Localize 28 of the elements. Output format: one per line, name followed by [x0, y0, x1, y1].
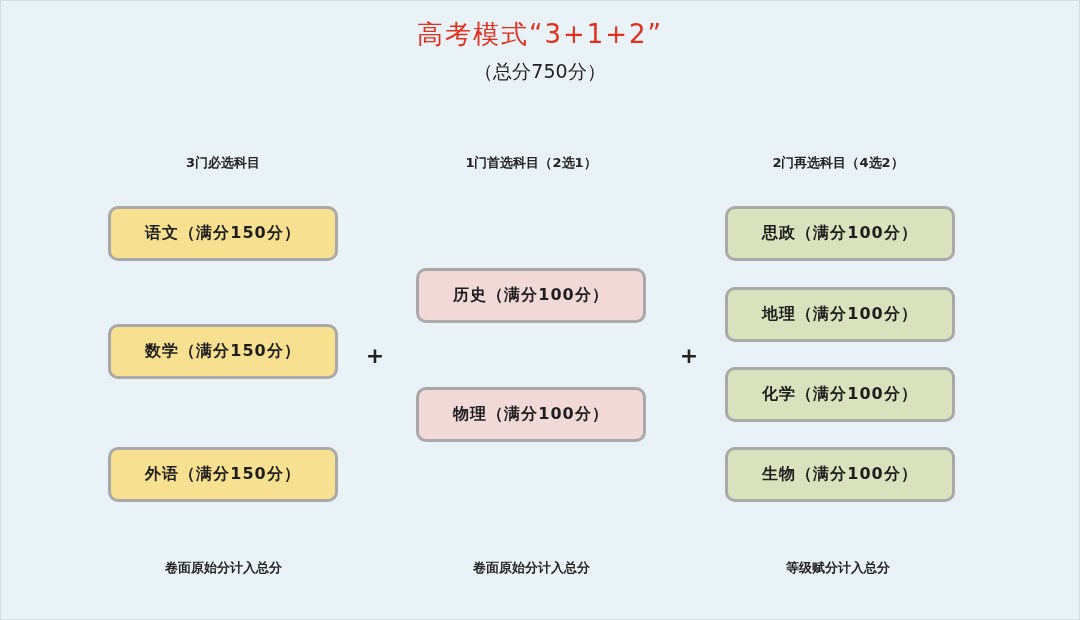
- subject-label: 历史（满分100分）: [453, 285, 609, 306]
- column-note: 卷面原始分计入总分: [164, 559, 282, 577]
- subject-label: 地理（满分100分）: [762, 304, 918, 325]
- subject-box: [725, 367, 955, 422]
- subject-box: [725, 206, 955, 261]
- subject-box: [108, 447, 338, 502]
- subject-label: 语文（满分150分）: [145, 223, 301, 244]
- column-note: 卷面原始分计入总分: [472, 559, 590, 577]
- subject-box: [108, 324, 338, 379]
- subject-box: [725, 287, 955, 342]
- subject-label: 化学（满分100分）: [762, 384, 918, 405]
- subject-label: 数学（满分150分）: [145, 341, 301, 362]
- subject-box: [725, 447, 955, 502]
- subject-label: 物理（满分100分）: [453, 404, 609, 425]
- subject-label: 思政（满分100分）: [762, 223, 918, 244]
- subject-label: 生物（满分100分）: [762, 464, 918, 485]
- subtitle: （总分750分）: [474, 59, 606, 84]
- subject-box: [416, 387, 646, 442]
- subject-box: [108, 206, 338, 261]
- plus-sign: +: [679, 342, 699, 368]
- column-heading: 3门必选科目: [186, 154, 260, 172]
- title: 高考模式“3+1+2”: [416, 17, 664, 51]
- plus-sign: +: [365, 342, 385, 368]
- column-heading: 2门再选科目（4选2）: [772, 154, 904, 172]
- subject-box: [416, 268, 646, 323]
- subject-label: 外语（满分150分）: [145, 464, 301, 485]
- column-heading: 1门首选科目（2选1）: [465, 154, 597, 172]
- column-note: 等级赋分计入总分: [786, 559, 890, 577]
